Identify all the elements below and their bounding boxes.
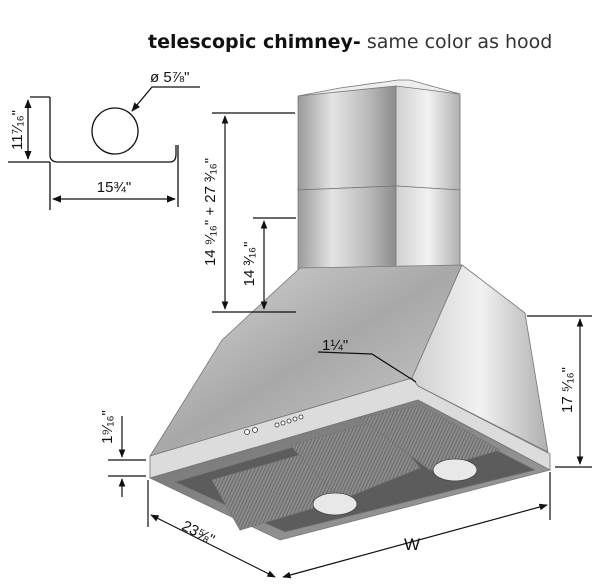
canopy-side-face (411, 264, 549, 453)
front-band-label: 1⁹⁄₁₆" (99, 410, 116, 444)
duct-diameter-label: ø 5⅞" (150, 69, 190, 86)
duct-width-label: 15¾" (97, 179, 132, 196)
filter-2 (289, 419, 421, 501)
hood-height-label: 17 ⁵⁄₁₆" (559, 367, 576, 413)
chimney-upper-side (395, 79, 461, 191)
depth-label: 23⅝" (179, 517, 217, 548)
chimney-lower-front (297, 185, 397, 273)
chimney-lower-side (395, 185, 461, 273)
hood-canopy (148, 264, 552, 541)
chimney-total-label: 14 ⁹⁄₁₆" + 27 ³⁄₁₆" (202, 158, 219, 266)
depth-dimension-line (150, 514, 276, 578)
chimney-lower-label: 14 ³⁄₁₆" (241, 242, 258, 287)
light-1 (312, 492, 358, 516)
duct-outline (49, 97, 177, 163)
duct-height-label: 11⁷⁄₁₆" (9, 110, 26, 150)
light-2 (432, 458, 478, 482)
duct-circle (91, 107, 139, 155)
diagram-title: telescopic chimney- same color as hood (148, 31, 552, 53)
title-bold: telescopic chimney- (148, 31, 361, 53)
chimney-upper-front (297, 81, 397, 191)
diameter-leader (131, 86, 200, 112)
filter-3 (359, 404, 502, 471)
dimension-lines (108, 112, 592, 579)
duct-cutout-detail (8, 86, 200, 210)
trim-label: 1¼" (322, 337, 348, 354)
title-rest: same color as hood (360, 31, 553, 53)
control-buttons (244, 414, 304, 435)
width-dimension-line (282, 503, 548, 579)
telescopic-chimney (297, 79, 461, 273)
width-label: W (404, 535, 420, 554)
trim-leader (317, 351, 417, 383)
